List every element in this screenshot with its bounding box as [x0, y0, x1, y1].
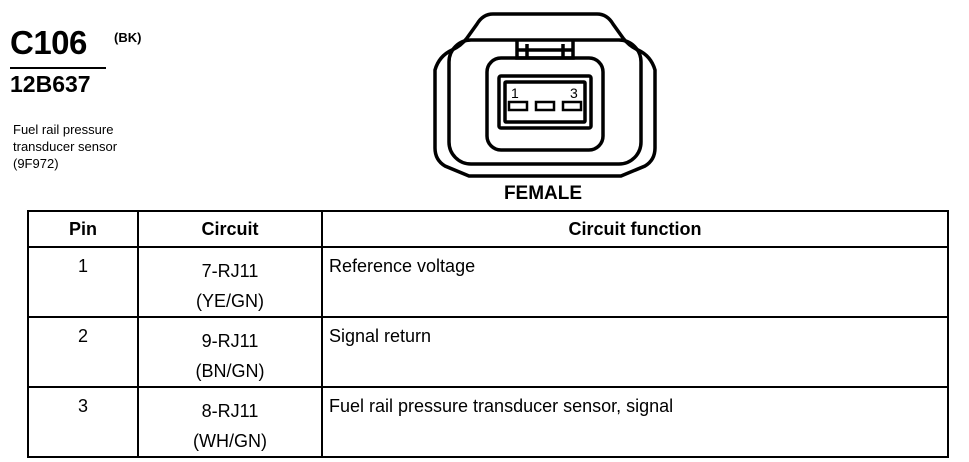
- pin-cell: 2: [27, 316, 139, 388]
- pin-3-terminal: [561, 100, 583, 112]
- column-header-function: Circuit function: [321, 210, 949, 248]
- pin-1-terminal: [507, 100, 529, 112]
- function-cell: Fuel rail pressure transducer sensor, si…: [321, 386, 949, 458]
- part-number: 12B637: [10, 71, 91, 97]
- function-cell: Reference voltage: [321, 246, 949, 318]
- circuit-cell: 7-RJ11 (YE/GN): [137, 246, 323, 318]
- function-cell: Signal return: [321, 316, 949, 388]
- connector-latch: [515, 40, 575, 60]
- connector-id: C106: [10, 24, 87, 61]
- pin-2-terminal: [534, 100, 556, 112]
- circuit-id: 7-RJ11: [201, 261, 259, 281]
- pin-3-label: 3: [570, 85, 578, 101]
- circuit-cell: 9-RJ11 (BN/GN): [137, 316, 323, 388]
- table-row: 1 7-RJ11 (YE/GN) Reference voltage: [27, 246, 949, 318]
- pin-cell: 1: [27, 246, 139, 318]
- connector-inner-wall: [447, 38, 643, 166]
- column-header-circuit: Circuit: [137, 210, 323, 248]
- description-line: Fuel rail pressure: [13, 122, 114, 137]
- circuit-id: 8-RJ11: [201, 401, 259, 421]
- pin-table: Pin Circuit Circuit function 1 7-RJ11 (Y…: [27, 210, 949, 458]
- view-label: FEMALE: [503, 183, 583, 204]
- pin-cell: 3: [27, 386, 139, 458]
- description-line: transducer sensor: [13, 139, 118, 154]
- table-header-row: Pin Circuit Circuit function: [27, 210, 949, 248]
- header-divider: [10, 67, 106, 69]
- wire-color: (WH/GN): [193, 431, 267, 451]
- component-description: Fuel rail pressure transducer sensor (9F…: [13, 121, 193, 172]
- pin-1-label: 1: [511, 85, 519, 101]
- circuit-id: 9-RJ11: [201, 331, 259, 351]
- connector-face-diagram: 1 3: [433, 12, 657, 178]
- table-row: 2 9-RJ11 (BN/GN) Signal return: [27, 316, 949, 388]
- table-row: 3 8-RJ11 (WH/GN) Fuel rail pressure tran…: [27, 386, 949, 458]
- terminal-block-inner: [503, 80, 587, 124]
- wire-color: (BN/GN): [195, 361, 265, 381]
- description-line: (9F972): [13, 156, 59, 171]
- column-header-pin: Pin: [27, 210, 139, 248]
- wire-color-code: (BK): [114, 30, 142, 45]
- terminal-block-outer: [497, 74, 593, 130]
- wire-color: (YE/GN): [195, 291, 264, 311]
- pin-cavity-frame: [485, 56, 605, 152]
- circuit-cell: 8-RJ11 (WH/GN): [137, 386, 323, 458]
